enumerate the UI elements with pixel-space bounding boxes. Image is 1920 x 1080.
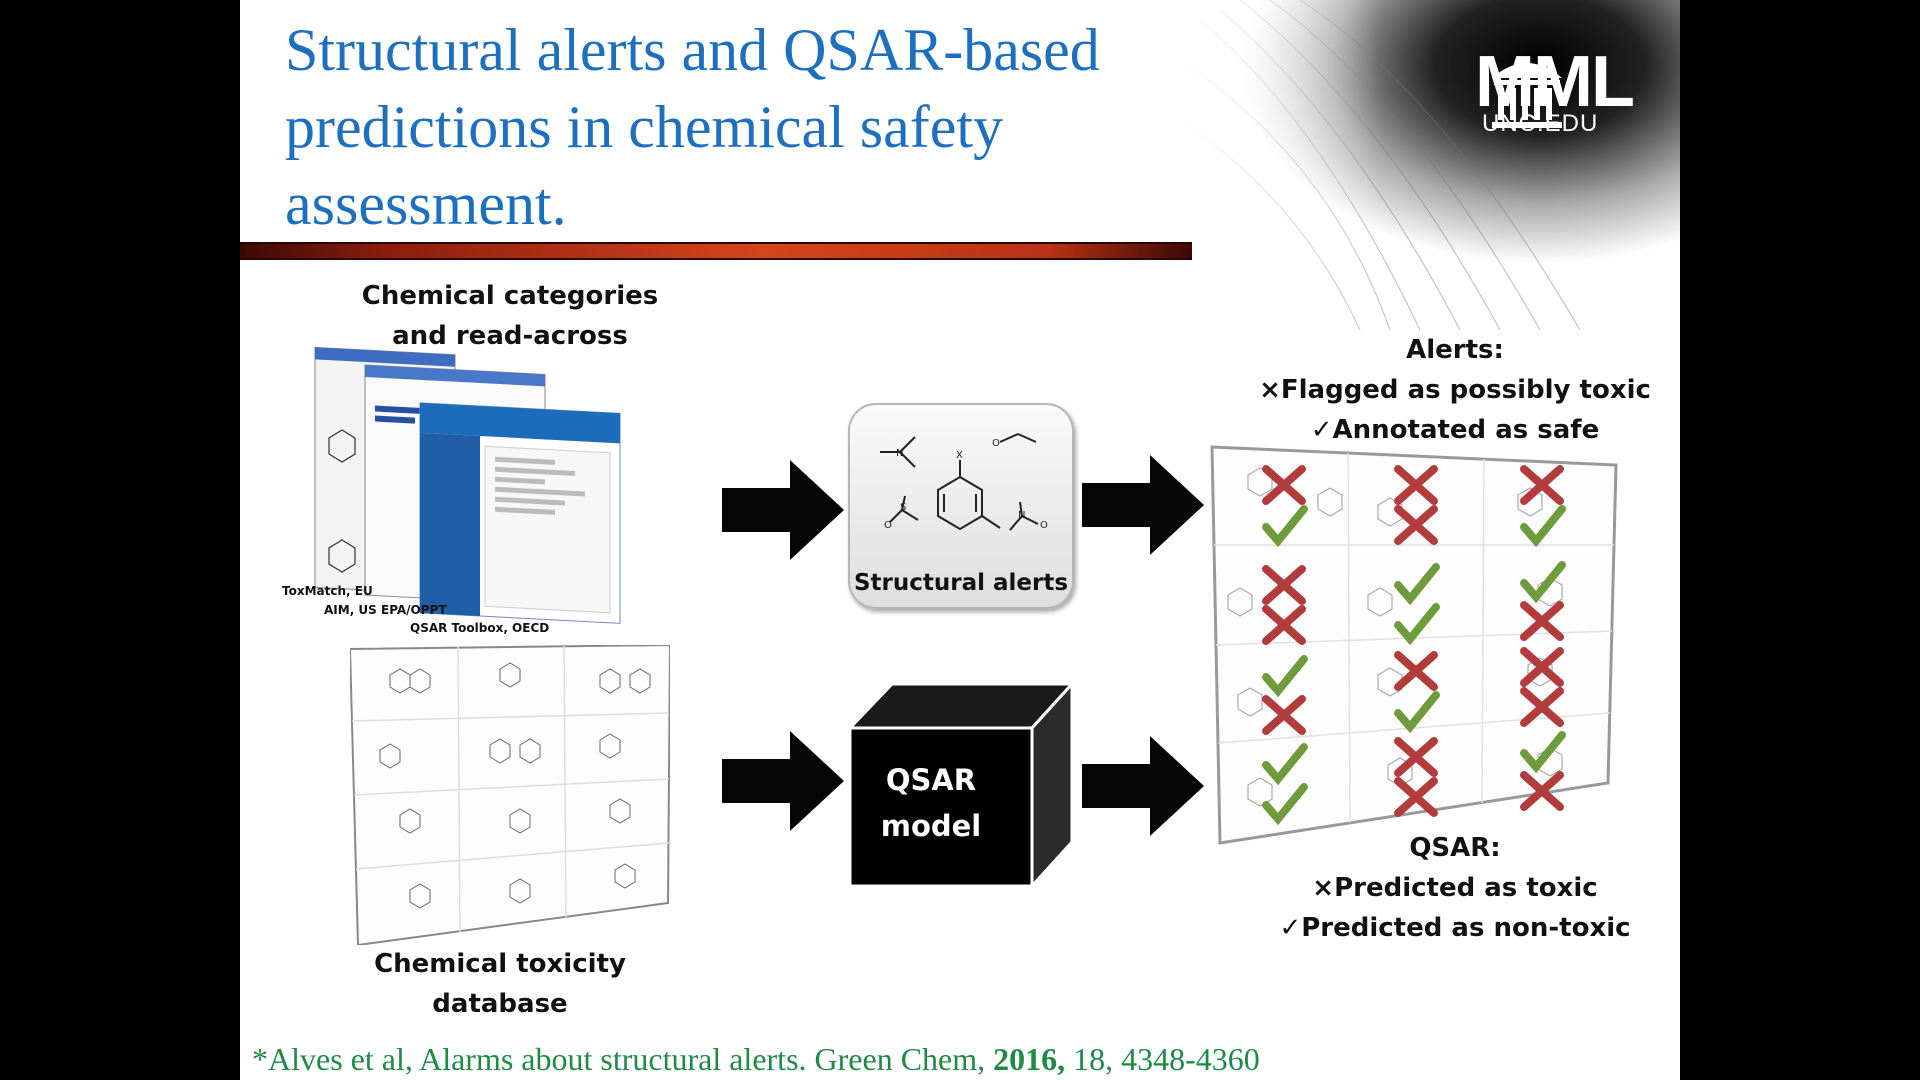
cross-mark bbox=[1262, 605, 1306, 645]
svg-text:O: O bbox=[992, 438, 1000, 449]
alerts-legend: Alerts: ×Flagged as possibly toxic ✓Anno… bbox=[1230, 330, 1680, 450]
arrow-to-alerts bbox=[722, 460, 844, 560]
old-well-icon bbox=[1492, 63, 1562, 128]
citation: *Alves et al, Alarms about structural al… bbox=[252, 1041, 1260, 1077]
software-screenshots bbox=[314, 346, 621, 624]
qsar-safe-item: ✓Predicted as non-toxic bbox=[1279, 913, 1631, 943]
cross-mark bbox=[1520, 687, 1564, 727]
svg-text:S: S bbox=[900, 502, 906, 513]
structural-alerts-box bbox=[848, 403, 1074, 609]
slide: MML UNC.EDU Structural alerts and QSAR-b… bbox=[240, 0, 1680, 1080]
arrow-to-qsar bbox=[722, 731, 844, 831]
cross-mark bbox=[1394, 737, 1438, 777]
cross-mark bbox=[1262, 565, 1306, 605]
database-label: Chemical toxicity database bbox=[374, 949, 626, 1019]
check-mark bbox=[1520, 505, 1566, 548]
cross-icon: × bbox=[1259, 375, 1281, 405]
check-mark bbox=[1520, 561, 1566, 604]
cross-mark bbox=[1262, 465, 1306, 505]
cross-icon: × bbox=[1312, 873, 1335, 903]
source-toxmatch: ToxMatch, EU bbox=[282, 584, 373, 598]
cross-mark bbox=[1520, 601, 1564, 641]
qsar-model-cube bbox=[846, 680, 1076, 888]
svg-text:O: O bbox=[1040, 520, 1048, 531]
alerts-toxic-item: ×Flagged as possibly toxic bbox=[1259, 375, 1651, 405]
logo-text: MML bbox=[1475, 42, 1635, 122]
qsar-toxic-item: ×Predicted as toxic bbox=[1312, 873, 1598, 903]
categories-label: Chemical categories and read-across bbox=[361, 281, 659, 351]
alerts-heading: Alerts: bbox=[1406, 335, 1504, 365]
check-mark bbox=[1520, 731, 1566, 774]
check-mark bbox=[1394, 563, 1440, 606]
structural-alerts-label: Structural alerts bbox=[853, 570, 1069, 596]
check-mark bbox=[1262, 655, 1308, 698]
qsar-legend: QSAR: ×Predicted as toxic ✓Predicted as … bbox=[1230, 828, 1680, 948]
check-mark bbox=[1262, 743, 1308, 786]
cross-mark bbox=[1394, 465, 1438, 505]
cross-mark bbox=[1520, 771, 1564, 811]
check-mark bbox=[1262, 783, 1308, 826]
svg-text:N: N bbox=[1018, 510, 1025, 521]
cross-mark bbox=[1520, 465, 1564, 505]
arrow-from-qsar bbox=[1082, 736, 1204, 836]
check-icon: ✓ bbox=[1310, 415, 1333, 445]
svg-text:N: N bbox=[896, 448, 903, 459]
svg-text:O: O bbox=[884, 520, 892, 531]
check-icon: ✓ bbox=[1279, 913, 1302, 943]
cross-mark bbox=[1394, 505, 1438, 545]
source-aim: AIM, US EPA/OPPT bbox=[324, 603, 447, 617]
arrow-from-alerts bbox=[1082, 455, 1204, 555]
cross-mark bbox=[1262, 695, 1306, 735]
qsar-heading: QSAR: bbox=[1409, 833, 1501, 863]
cross-mark bbox=[1394, 651, 1438, 691]
slide-title: Structural alerts and QSAR-based predict… bbox=[285, 17, 1100, 237]
cross-mark bbox=[1394, 777, 1438, 817]
qsar-model-label: QSAR model bbox=[880, 763, 982, 843]
results-grid bbox=[1210, 445, 1618, 845]
results-marks-svg bbox=[1262, 465, 1566, 826]
logo-subtext: UNC.EDU bbox=[1482, 110, 1599, 137]
title-divider bbox=[240, 242, 1192, 260]
alerts-safe-item: ✓Annotated as safe bbox=[1310, 415, 1600, 445]
source-qsar-toolbox: QSAR Toolbox, OECD bbox=[410, 621, 550, 635]
check-mark bbox=[1394, 691, 1440, 734]
cross-mark bbox=[1520, 647, 1564, 687]
database-grid bbox=[350, 645, 670, 945]
svg-text:X: X bbox=[956, 450, 963, 461]
corner-decoration bbox=[1180, 0, 1680, 330]
check-mark bbox=[1262, 505, 1308, 548]
check-mark bbox=[1394, 603, 1440, 646]
